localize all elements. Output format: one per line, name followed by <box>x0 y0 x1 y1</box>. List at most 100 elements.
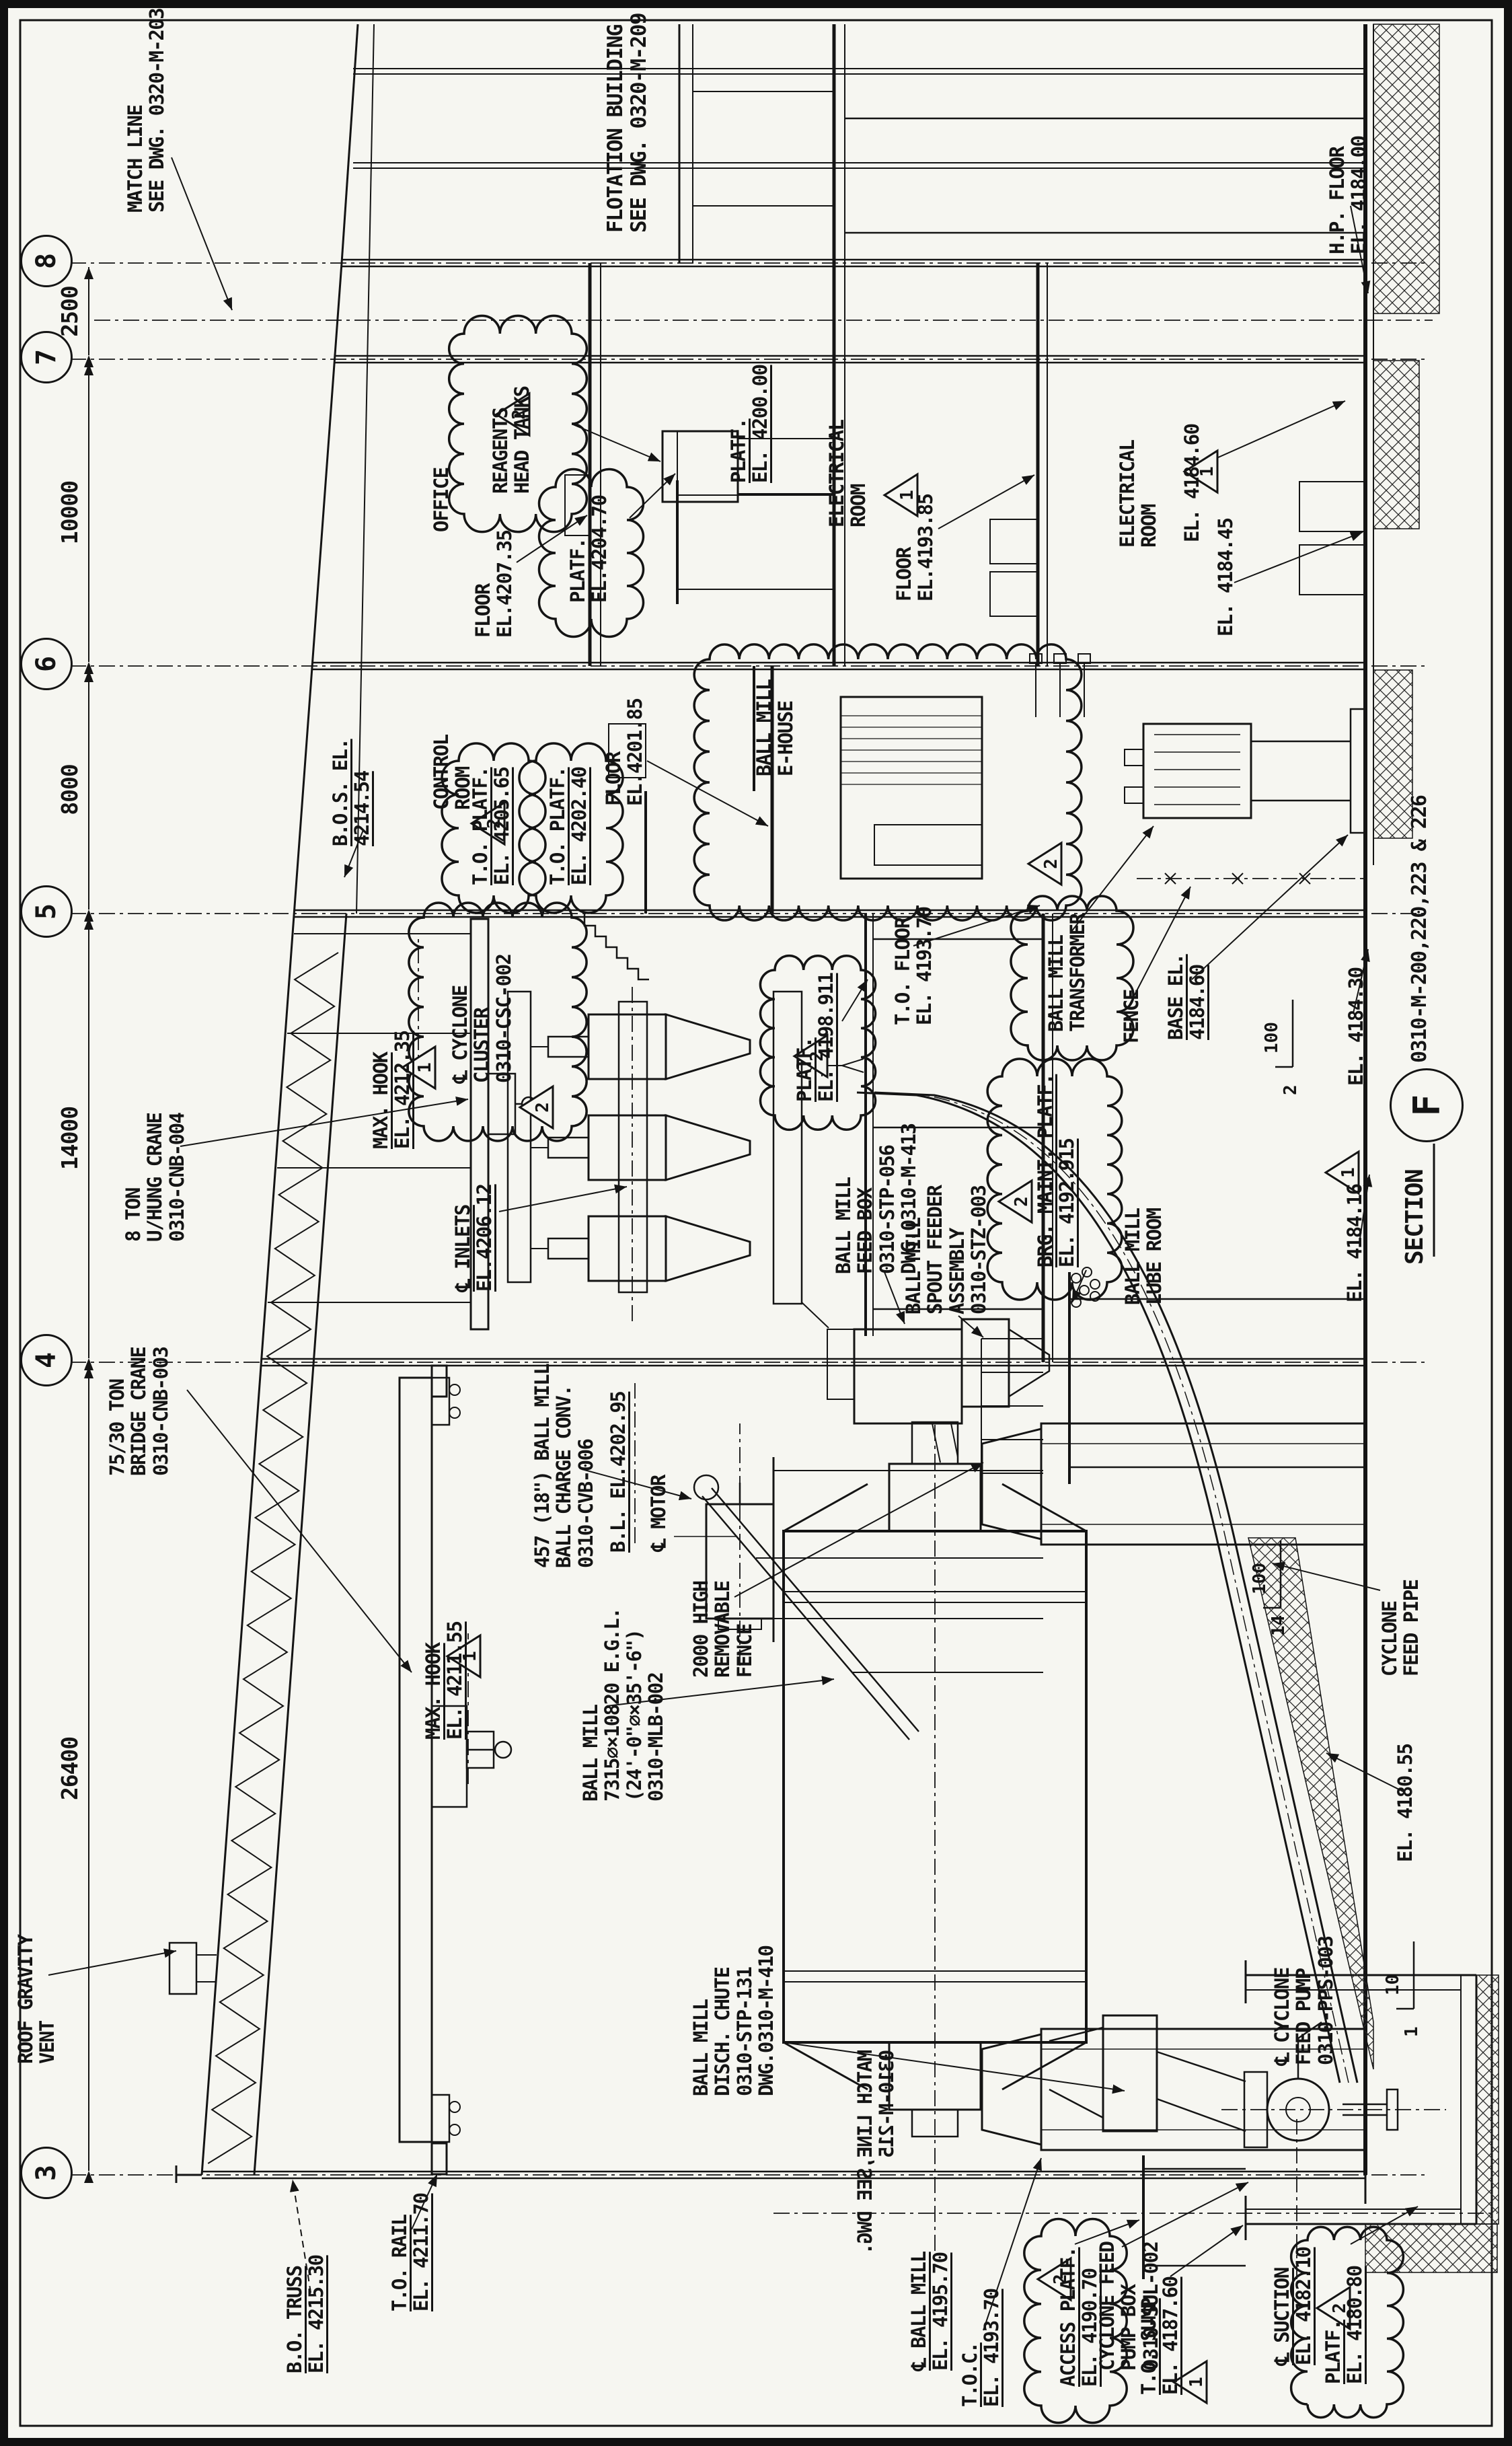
label-line: 0310-CSC-002 <box>492 954 515 1083</box>
label-line: EL. 4215.30 <box>305 2255 328 2373</box>
label-line: EL.4193.85 <box>914 494 938 601</box>
label-line: BALL CHARGE CONV. <box>552 1385 576 1568</box>
label-line: FLOOR <box>893 548 915 601</box>
label-line: T.O. FLOOR <box>891 918 914 1025</box>
revision-triangle: 2 <box>1315 2285 1351 2331</box>
label-line: BALL MILL <box>689 1999 712 2096</box>
grid-dimension: 2500 <box>56 286 83 337</box>
label-line: ℄ MOTOR <box>647 1475 670 1551</box>
label-line: EL. 4182.10 <box>1292 2247 1316 2365</box>
label-line: DISCH. CHUTE <box>711 1967 734 2096</box>
label-line: BRG. MAINT. PLATF. <box>1034 1074 1057 1267</box>
revision-triangle: 2 <box>1036 2256 1072 2302</box>
revision-triangle: 1 <box>1182 449 1219 494</box>
label-line: EL. 4184.16 <box>1343 1184 1366 1302</box>
label-line: EL. 4180.80 <box>1343 2266 1367 2384</box>
slope-marker-rise: 14 <box>1269 1615 1289 1636</box>
revision-cloud <box>693 643 1083 922</box>
label-line: PLATF. <box>566 538 589 603</box>
revision-cloud <box>759 954 877 1132</box>
revision-triangle: 2 <box>494 392 531 437</box>
label-line: EL. 4202.40 <box>568 767 591 885</box>
svg-text:2: 2 <box>533 1102 553 1113</box>
label-match-line-left: MATCH LINE,SEE DWG.0310-M-215 <box>854 2050 898 2254</box>
label-line: 0310-CVB-006 <box>574 1439 597 1568</box>
label-platf-4198-911: PLATF.EL. 4198.911 <box>793 973 837 1102</box>
grid-dimension: 8000 <box>56 764 83 815</box>
label-line: T.O. SUMP <box>1137 2298 1160 2395</box>
label-line: EL. 4180.55 <box>1394 1744 1416 1862</box>
revision-cloud <box>518 742 624 914</box>
inner-border <box>19 19 1493 2427</box>
grid-bubble-5: 5 <box>20 885 73 938</box>
label-bos-4214-54: B.O.S. EL.4214.54 <box>329 739 373 846</box>
label-el-4184-16: EL. 4184.16 <box>1343 1184 1366 1302</box>
label-line: PLATF. <box>727 418 750 483</box>
grid-dimension: 26400 <box>56 1736 83 1801</box>
label-line: EL. 4184.60 <box>1180 424 1203 542</box>
svg-text:1: 1 <box>1186 2377 1207 2387</box>
label-line: EL.4207.35 <box>493 530 517 638</box>
revision-cloud <box>441 742 547 914</box>
svg-text:1: 1 <box>1338 1167 1359 1178</box>
section-title-word: SECTION <box>1401 1169 1429 1265</box>
label-line: ELECTRICAL <box>825 420 848 527</box>
label-line: BALL MILL <box>579 1705 602 1802</box>
revision-triangle: 1 <box>882 472 919 518</box>
label-to-platf-4202-40: T.O. PLATF.EL. 4202.40 <box>546 767 591 885</box>
section-sheet-refs: 0310-M-200,220,223 & 226 <box>1408 795 1431 1063</box>
label-line: CLUSTER <box>470 1008 494 1083</box>
label-platf-4180-80: PLATF.EL. 4180.80 <box>1322 2266 1366 2384</box>
label-line: B.L. EL.4202.95 <box>607 1391 630 1553</box>
label-el-4184-30: EL. 4184.30 <box>1345 967 1367 1086</box>
label-line: T.O. RAIL <box>388 2215 411 2311</box>
label-line: FLOOR <box>471 584 494 638</box>
label-line: EL. 4212.35 <box>391 1031 414 1149</box>
label-line: T.O. PLATF. <box>469 767 492 885</box>
label-line: 0310-CNB-003 <box>149 1347 172 1476</box>
revision-triangle: 2 <box>469 801 506 846</box>
label-line: FEED BOX <box>854 1188 877 1274</box>
label-line: VENT <box>36 2021 59 2064</box>
label-line: ℄ CYCLONE <box>1271 1968 1293 2065</box>
revision-triangle: 1 <box>1172 2359 1208 2405</box>
label-line: 7315⌀×10820 E.G.L. <box>601 1608 624 1802</box>
label-line: 4184.60 <box>1186 965 1209 1040</box>
label-line: BALL MILL <box>832 1177 855 1274</box>
label-line: EL.4206.12 <box>473 1184 496 1292</box>
grid-bubble-label: 4 <box>31 1351 62 1369</box>
label-line: (24'-0"⌀×35'-6") <box>622 1629 646 1802</box>
label-line: REAGENTS <box>489 408 512 494</box>
slope-marker-run: 100 <box>1250 1563 1270 1594</box>
label-line: CYCLONE FEED <box>1096 2241 1119 2371</box>
label-line: ROOF GRAVITY <box>14 1935 37 2064</box>
label-line: EL. 4187.60 <box>1159 2276 1182 2395</box>
revision-cloud <box>537 468 645 638</box>
label-access-platf: ACCESS PLATF.EL. 4190.70 <box>1057 2248 1101 2387</box>
label-line: FEED PUMP <box>1292 1968 1316 2065</box>
revision-cloud <box>408 901 588 1142</box>
label-line: PLATF. <box>1322 2320 1345 2384</box>
slope-marker-rise: 1 <box>1402 2026 1422 2037</box>
label-base-el-4184-60: BASE EL.4184.60 <box>1164 954 1209 1040</box>
label-line: ℄ INLETS <box>451 1205 474 1292</box>
label-line: BASE EL. <box>1164 954 1187 1040</box>
grid-bubble-3: 3 <box>20 2147 73 2199</box>
label-line: T.O. PLATF. <box>546 767 569 885</box>
